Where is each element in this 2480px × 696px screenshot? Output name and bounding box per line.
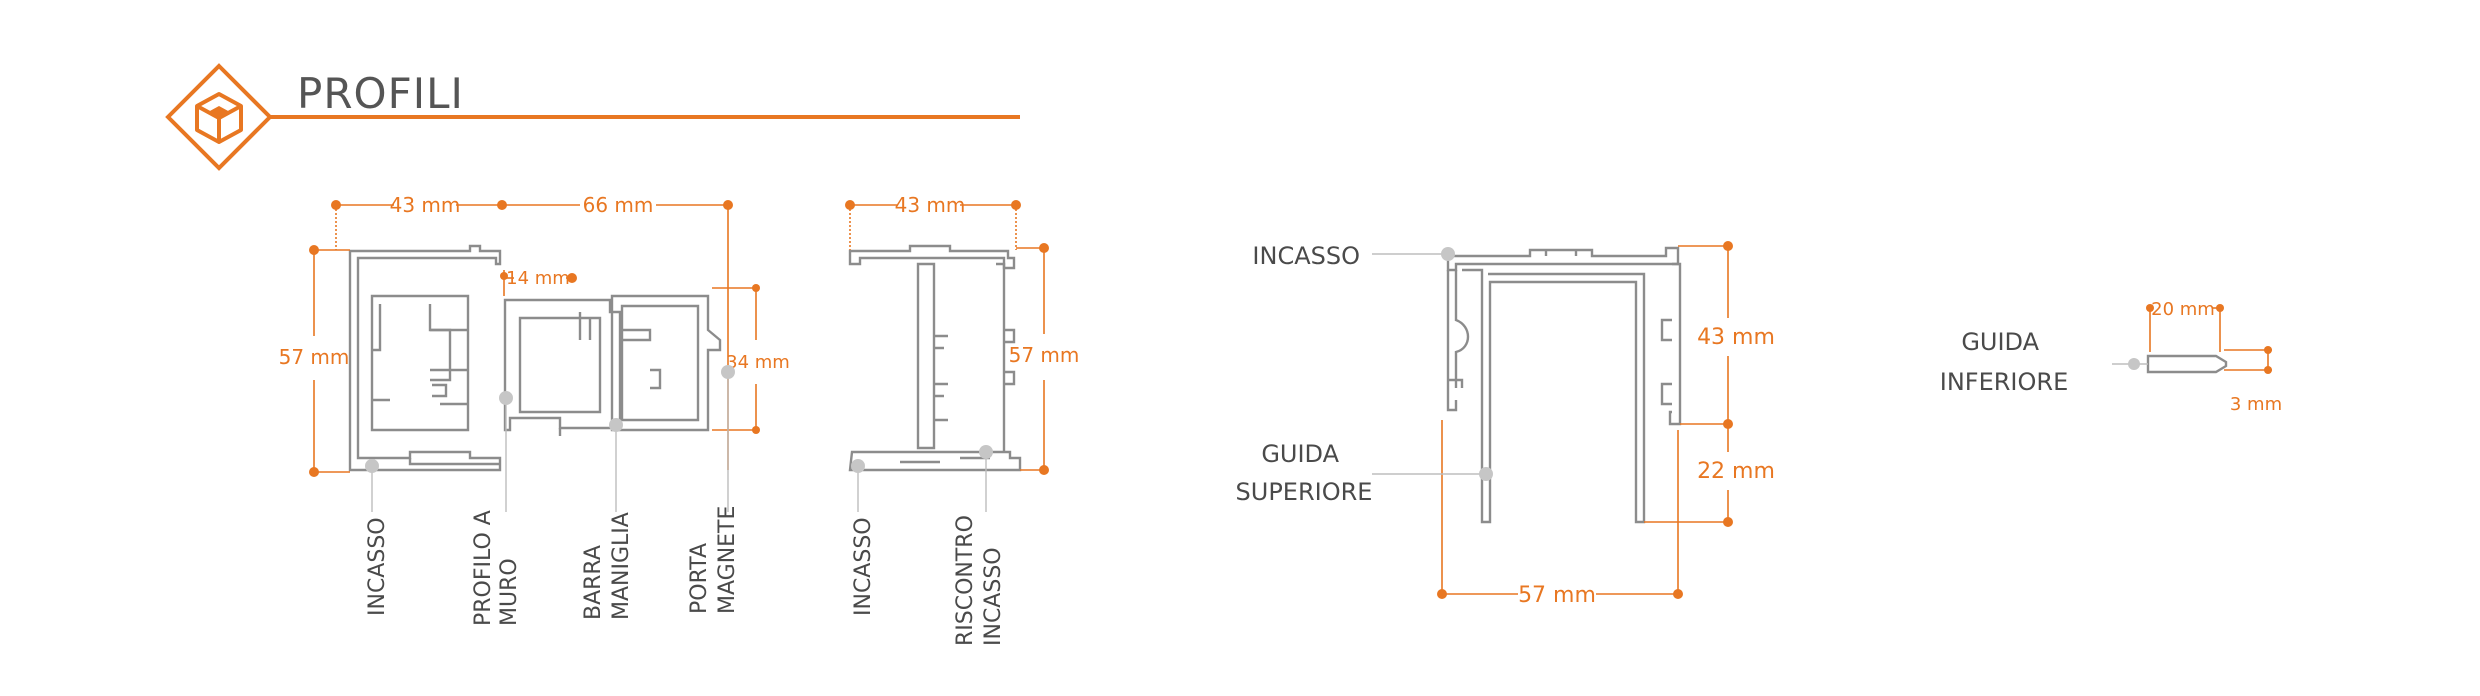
label-porta-magnete: PORTA MAGNETE	[687, 506, 740, 614]
dim-label-width-c: 57 mm	[1518, 583, 1596, 608]
label-incasso-c: INCASSO	[1252, 242, 1360, 270]
profile-a-muro	[370, 294, 470, 432]
header: PROFILI	[165, 63, 1020, 171]
dim-height-b: 57 mm	[1009, 243, 1080, 475]
dim-label-width-left: 43 mm	[390, 193, 461, 217]
dim-label-width-b: 43 mm	[895, 193, 966, 217]
figure-c: 43 mm 22 mm 57 mm INCASSO GUIDA SUPERIOR…	[1236, 241, 1775, 608]
anchor-porta-magnete	[721, 365, 735, 379]
dim-label-width-right: 66 mm	[583, 193, 654, 217]
dim-label-gap: 14 mm	[506, 268, 570, 289]
dim-width-c: 57 mm	[1437, 420, 1683, 608]
label-guida-inferiore: GUIDA INFERIORE	[1940, 328, 2068, 396]
profile-guida-inferiore	[2146, 354, 2228, 374]
profile-riscontro	[916, 262, 1016, 458]
dim-label-inner-height: 34 mm	[726, 352, 790, 373]
label-incasso-b: INCASSO	[851, 517, 876, 616]
label-barra-maniglia: BARRA MANIGLIA	[581, 512, 634, 620]
dim-label-width-d: 20 mm	[2151, 299, 2215, 320]
anchor-profilo-muro	[499, 391, 513, 405]
profile-right-wall-c	[1660, 262, 1682, 426]
label-riscontro-incasso: RISCONTRO INCASSO	[953, 508, 1006, 646]
anchor-barra-maniglia	[609, 418, 623, 432]
dim-width-left: 43 mm	[331, 193, 507, 250]
label-incasso-a: INCASSO	[365, 517, 390, 616]
figure-b: 43 mm 57 mm INCASSO RISCONTRO INCASSO	[845, 193, 1079, 646]
dim-label-upper-c: 43 mm	[1697, 325, 1775, 350]
dim-inner-height: 34 mm	[712, 284, 790, 434]
cube-icon	[195, 92, 243, 144]
profile-incasso-b	[848, 244, 1016, 270]
anchor-incasso-b	[851, 459, 865, 473]
anchor-incasso-c	[1441, 247, 1455, 261]
dim-thickness-d: 3 mm	[2224, 346, 2282, 415]
profile-porta-magnete	[610, 294, 722, 432]
profile-base-b	[848, 450, 1022, 472]
anchor-guida-inferiore	[2128, 358, 2140, 370]
dim-label-thickness-d: 3 mm	[2230, 394, 2282, 415]
label-guida-superiore: GUIDA SUPERIORE	[1236, 440, 1373, 506]
dim-lower-c: 22 mm	[1644, 424, 1775, 527]
profile-a-muro-inner	[430, 328, 452, 398]
anchor-incasso-a	[365, 459, 379, 473]
anchor-guida-superiore	[1479, 467, 1493, 481]
figure-a: 43 mm 66 mm 57 mm 14 mm	[279, 193, 790, 626]
label-profilo-a-muro: PROFILO A MURO	[471, 503, 522, 626]
dim-width-d: 20 mm	[2146, 299, 2224, 352]
dim-label-height: 57 mm	[279, 345, 350, 369]
anchor-riscontro	[979, 445, 993, 459]
profile-guida-superiore	[1446, 268, 1646, 524]
dim-height: 57 mm	[279, 245, 350, 477]
page-title: PROFILI	[297, 69, 464, 118]
dim-label-height-b: 57 mm	[1009, 343, 1080, 367]
profile-barra-maniglia	[503, 298, 622, 432]
figure-d: 20 mm 3 mm GUIDA INFERIORE	[1940, 299, 2282, 415]
dim-width-b: 43 mm	[845, 193, 1021, 250]
dim-label-lower-c: 22 mm	[1697, 459, 1775, 484]
profile-incasso-c	[1446, 246, 1680, 272]
profile-base-a	[408, 428, 562, 466]
profile-incasso-a	[348, 244, 502, 472]
dim-upper-c: 43 mm	[1678, 241, 1775, 429]
dim-gap: 14 mm	[500, 268, 577, 296]
